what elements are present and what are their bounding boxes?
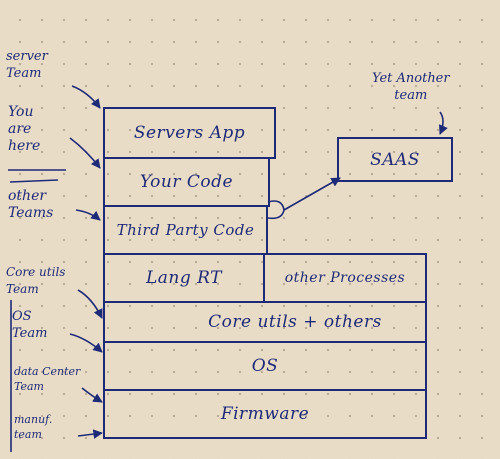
- servers-app-box: Servers App: [103, 107, 276, 159]
- third-party-code-label: Third Party Code: [116, 221, 255, 239]
- yet-another-team-note: Yet Another team: [372, 70, 450, 104]
- data-center-team-line2: Team: [14, 380, 44, 393]
- server-team-note: server Team: [6, 48, 48, 82]
- os-team-line1: OS: [12, 309, 32, 324]
- your-code-label: Your Code: [139, 172, 234, 192]
- data-center-team-arrow: [81, 387, 103, 403]
- you-are-here-note: You are here: [8, 104, 40, 155]
- other-teams-line2: Teams: [8, 205, 54, 221]
- core-utils-team-line1: Core utils: [6, 265, 66, 279]
- os-team-line2: Team: [12, 326, 48, 341]
- manuf-team-line2: team: [14, 428, 42, 441]
- manuf-team-note: manuf. team: [14, 412, 52, 442]
- lang-rt-box: Lang RT: [103, 253, 265, 303]
- yet-another-team-line1: Yet Another: [372, 71, 450, 86]
- os-box: OS: [103, 341, 427, 391]
- other-processes-box: other Processes: [263, 253, 427, 303]
- other-teams-arrow: [75, 209, 101, 221]
- firmware-label: Firmware: [220, 404, 310, 424]
- you-are-here-line2: are: [8, 121, 32, 137]
- core-utils-box: Core utils + others: [103, 301, 427, 343]
- saas-box: SAAS: [337, 137, 453, 182]
- core-utils-label: Core utils + others: [208, 312, 382, 332]
- core-utils-team-arrow: [77, 289, 103, 319]
- data-center-team-note: data Center Team: [14, 364, 80, 394]
- servers-app-label: Servers App: [133, 123, 246, 143]
- yet-another-team-arrow: [438, 111, 448, 135]
- os-team-arrow: [69, 333, 103, 353]
- you-are-here-arrow: [69, 137, 101, 169]
- os-team-note: OS Team: [12, 308, 47, 342]
- server-team-arrow: [71, 85, 101, 109]
- firmware-box: Firmware: [103, 389, 427, 439]
- server-team-line2: Team: [6, 66, 42, 81]
- third-party-code-box: Third Party Code: [103, 205, 268, 255]
- yet-another-team-line2: team: [394, 88, 428, 103]
- lang-rt-label: Lang RT: [146, 268, 222, 288]
- manuf-team-line1: manuf.: [14, 413, 53, 426]
- your-code-box: Your Code: [103, 157, 270, 207]
- core-utils-team-line2: Team: [6, 282, 39, 296]
- api-socket: [267, 200, 285, 220]
- you-are-here-line1: You: [8, 104, 34, 120]
- other-teams-note: other Teams: [8, 188, 53, 222]
- other-teams-line1: other: [8, 188, 47, 204]
- manuf-team-arrow: [77, 429, 103, 439]
- you-are-here-line3: here: [8, 138, 41, 154]
- here-underline-2: [9, 179, 59, 183]
- server-team-line1: server: [6, 49, 48, 64]
- os-label: OS: [251, 356, 279, 376]
- data-center-team-line1: data Center: [14, 365, 81, 378]
- core-utils-team-note: Core utils Team: [6, 264, 65, 298]
- saas-connector-arrow: [283, 177, 341, 211]
- other-processes-label: other Processes: [284, 270, 406, 286]
- saas-label: SAAS: [370, 149, 420, 170]
